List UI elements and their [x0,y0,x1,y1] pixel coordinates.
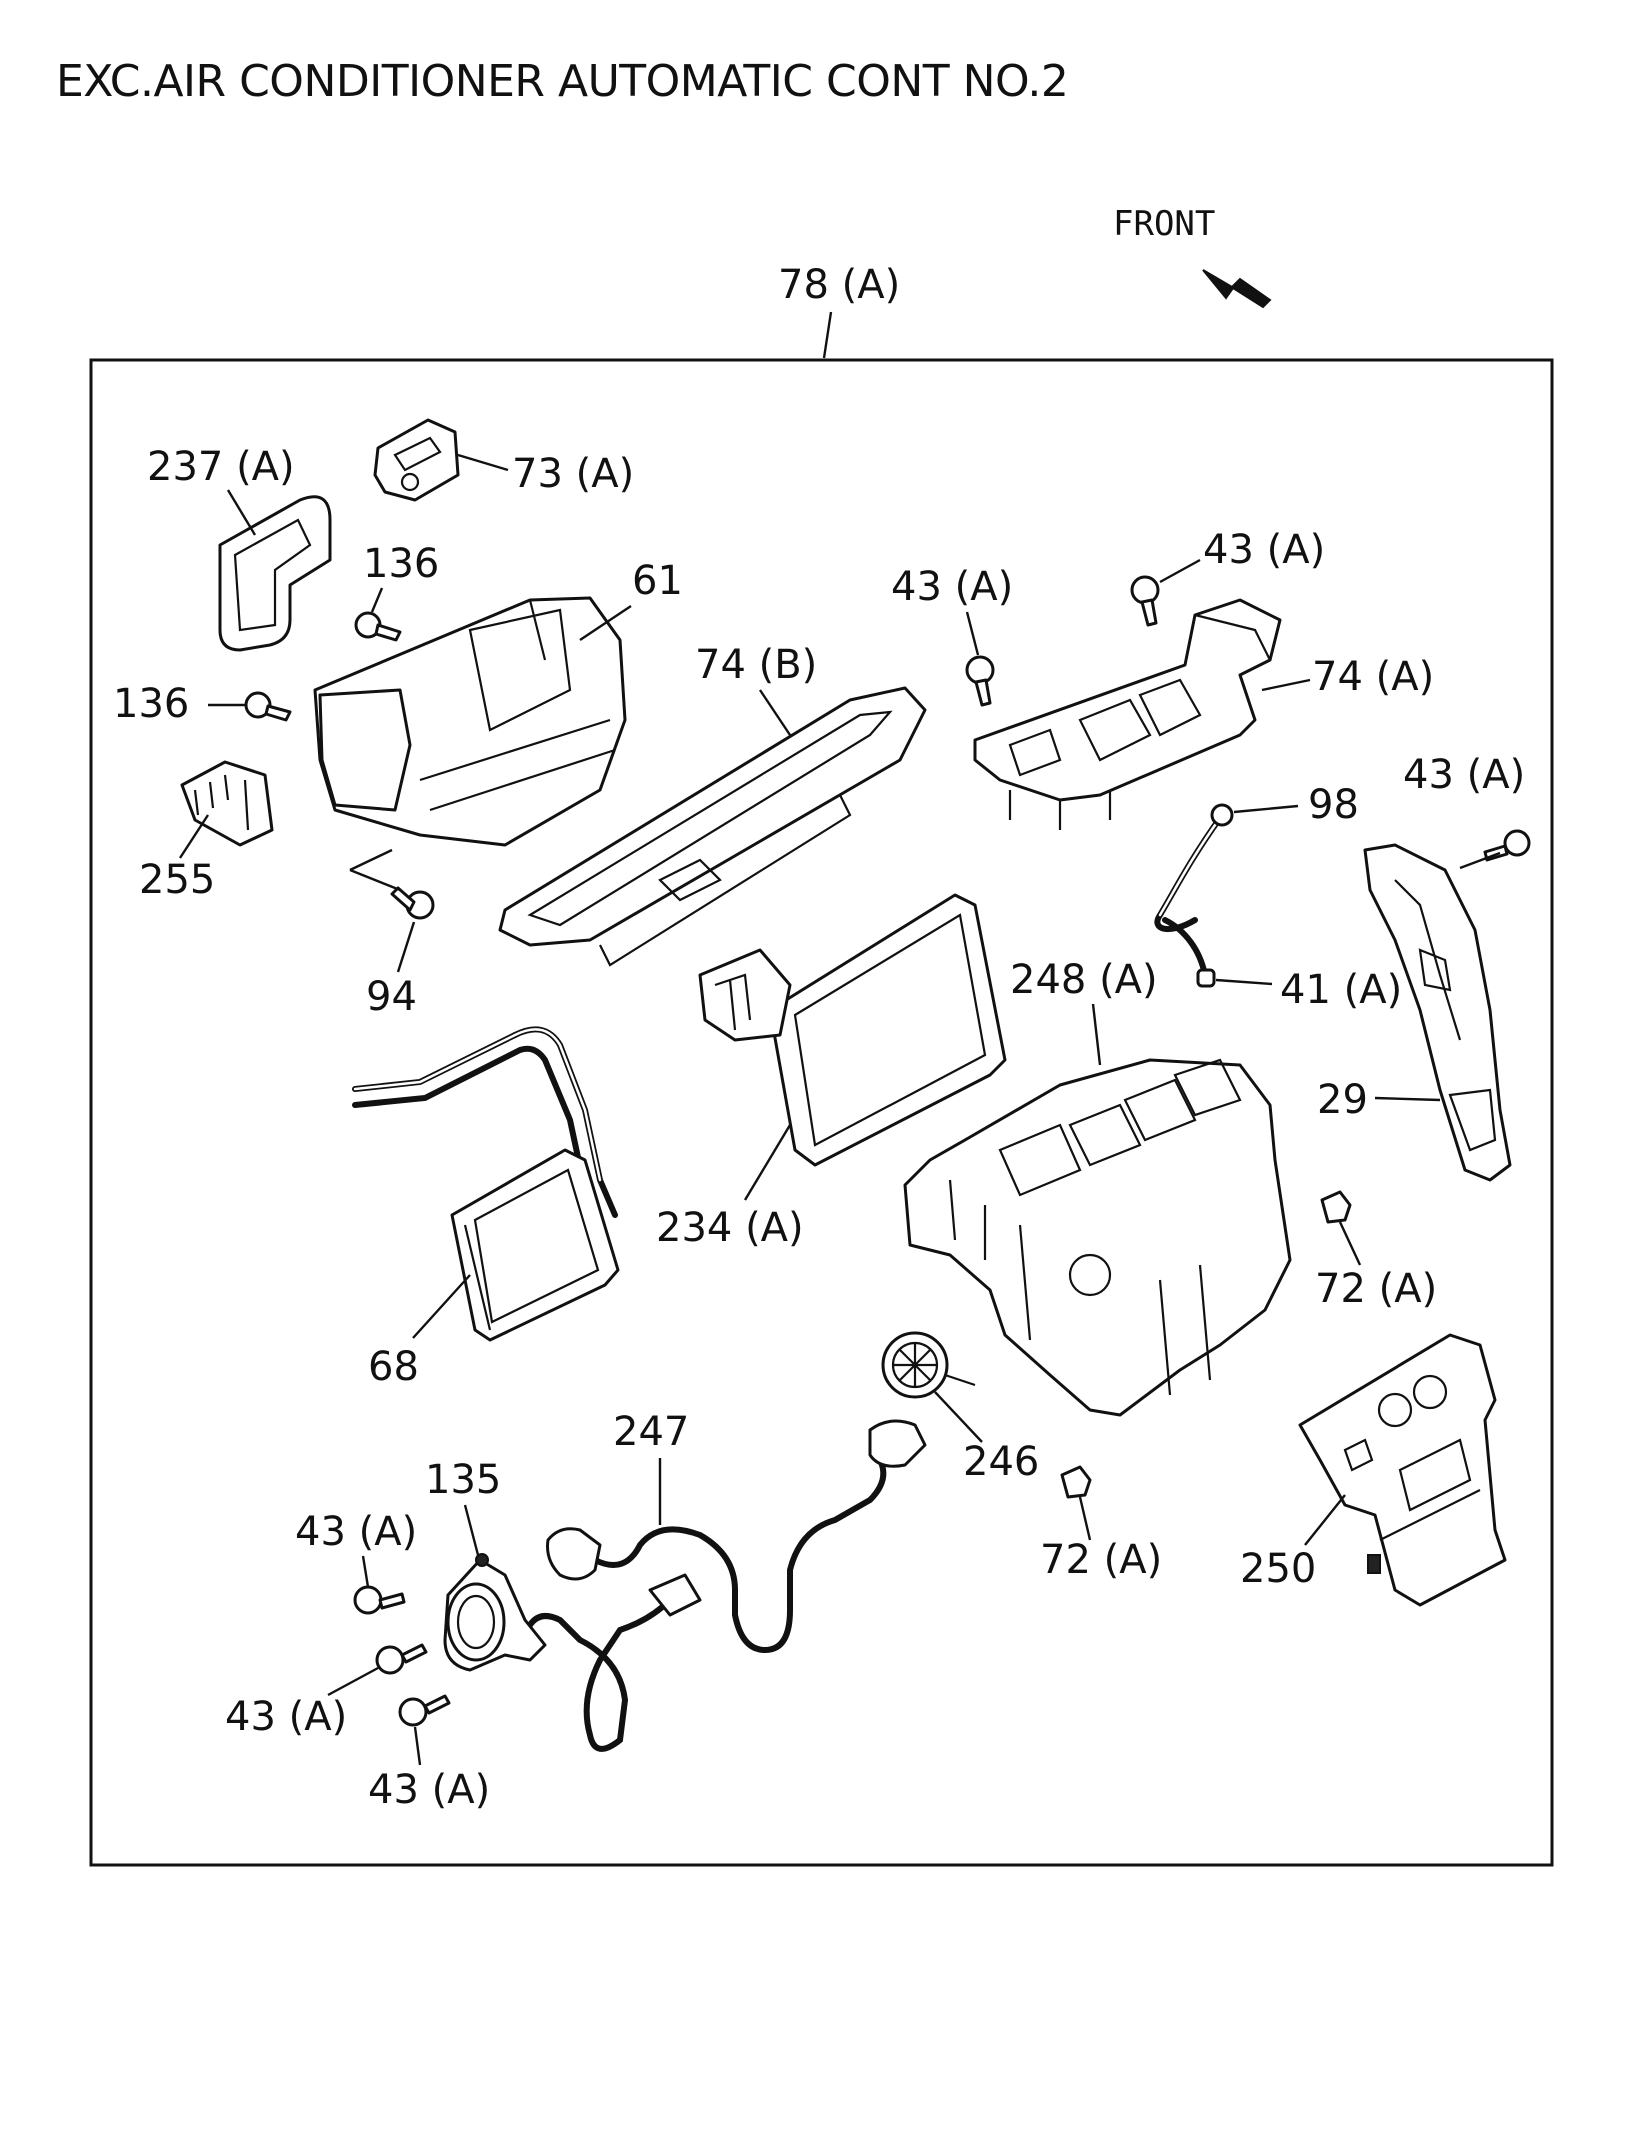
part-234a-evaporator [698,893,1007,1167]
callout-136-left: 136 [113,681,189,727]
leader-72a-bottom [1078,1496,1092,1541]
part-136-screw-top [354,611,402,642]
leader-94-guide-2 [349,868,401,892]
part-73a-actuator [373,418,460,502]
callout-255: 255 [139,857,215,903]
callout-74a: 74 (A) [1312,654,1434,700]
callout-29: 29 [1317,1077,1368,1123]
callout-43a-bl2: 43 (A) [225,1694,347,1740]
callout-234a: 234 (A) [656,1205,804,1251]
leader-73a [457,453,509,472]
part-136-screw-left [244,691,292,722]
callout-237a: 237 (A) [147,444,295,490]
leader-94-guide [349,848,393,872]
leader-43a-bl1 [361,1555,370,1588]
callout-250: 250 [1240,1546,1316,1592]
part-94-screw [390,886,435,920]
leader-136-top [370,587,384,613]
part-246-blower-fan [881,1331,976,1399]
leader-246 [934,1391,983,1443]
callout-247: 247 [613,1409,689,1455]
leader-98 [1233,804,1299,814]
leader-74b [759,689,791,736]
leader-43a-top [1159,558,1201,584]
callout-78a: 78 (A) [778,262,900,308]
part-72a-clip-bottom [1060,1465,1092,1499]
callout-248a: 248 (A) [1010,957,1158,1003]
leader-135 [463,1504,480,1556]
leader-94 [396,921,416,973]
part-43a-screw-bl1 [353,1585,406,1615]
callout-135: 135 [425,1457,501,1503]
page-title: EXC.AIR CONDITIONER AUTOMATIC CONT NO.2 [56,56,1069,107]
leader-43a-bl2 [327,1666,379,1697]
leader-237a [226,489,257,536]
callout-43a-bl3: 43 (A) [368,1767,490,1813]
front-arrow-icon [1202,269,1272,309]
leader-250 [1304,1494,1346,1546]
leader-61 [579,605,632,641]
part-68-heater-core [352,1026,620,1342]
leader-74a [1261,678,1311,692]
part-43a-screw-bl3 [398,1694,451,1727]
leader-78a [822,311,833,359]
part-74b-duct [498,686,927,967]
leader-41a [1215,978,1273,986]
front-label: FRONT [1113,204,1215,244]
part-29-side-duct [1363,843,1512,1182]
part-74a-vent-duct [973,598,1282,830]
callout-72a-right: 72 (A) [1315,1266,1437,1312]
part-61-case [313,596,627,847]
callout-43a-bl1: 43 (A) [295,1509,417,1555]
part-248a-heater-unit [903,1058,1292,1417]
callout-41a: 41 (A) [1280,967,1402,1013]
part-98-sensor-harness [1154,803,1234,988]
part-255-bracket [180,760,274,847]
leader-43a-mid [965,611,980,656]
part-43a-screw-top [1130,575,1160,627]
callout-72a-bottom: 72 (A) [1040,1537,1162,1583]
part-43a-screw-bl2 [375,1643,428,1675]
callout-61: 61 [632,558,683,604]
assembly-frame [89,358,1554,1867]
callout-94: 94 [366,974,417,1020]
part-135-blower-motor [443,1553,547,1672]
callout-73a: 73 (A) [512,451,634,497]
callout-43a-top: 43 (A) [1203,527,1325,573]
part-43a-screw-mid [965,655,995,707]
callout-74b: 74 (B) [695,642,817,688]
leader-29 [1374,1096,1441,1102]
leader-43a-right [1459,851,1501,870]
leader-72a-right [1338,1221,1362,1266]
callout-246: 246 [963,1439,1039,1485]
leader-234a [743,1124,792,1201]
leader-248a [1091,1003,1102,1066]
part-250-panel-bracket [1298,1333,1507,1607]
part-247-harness [527,1419,927,1752]
part-72a-clip-right [1320,1190,1352,1224]
callout-98: 98 [1308,782,1359,828]
callout-68: 68 [368,1344,419,1390]
leader-68 [412,1274,471,1339]
leader-43a-bl3 [413,1726,422,1766]
callout-43a-right: 43 (A) [1403,752,1525,798]
leader-255 [178,814,210,859]
callout-136-top: 136 [363,541,439,587]
callout-43a-mid: 43 (A) [891,564,1013,610]
part-237a-seal [218,495,332,652]
